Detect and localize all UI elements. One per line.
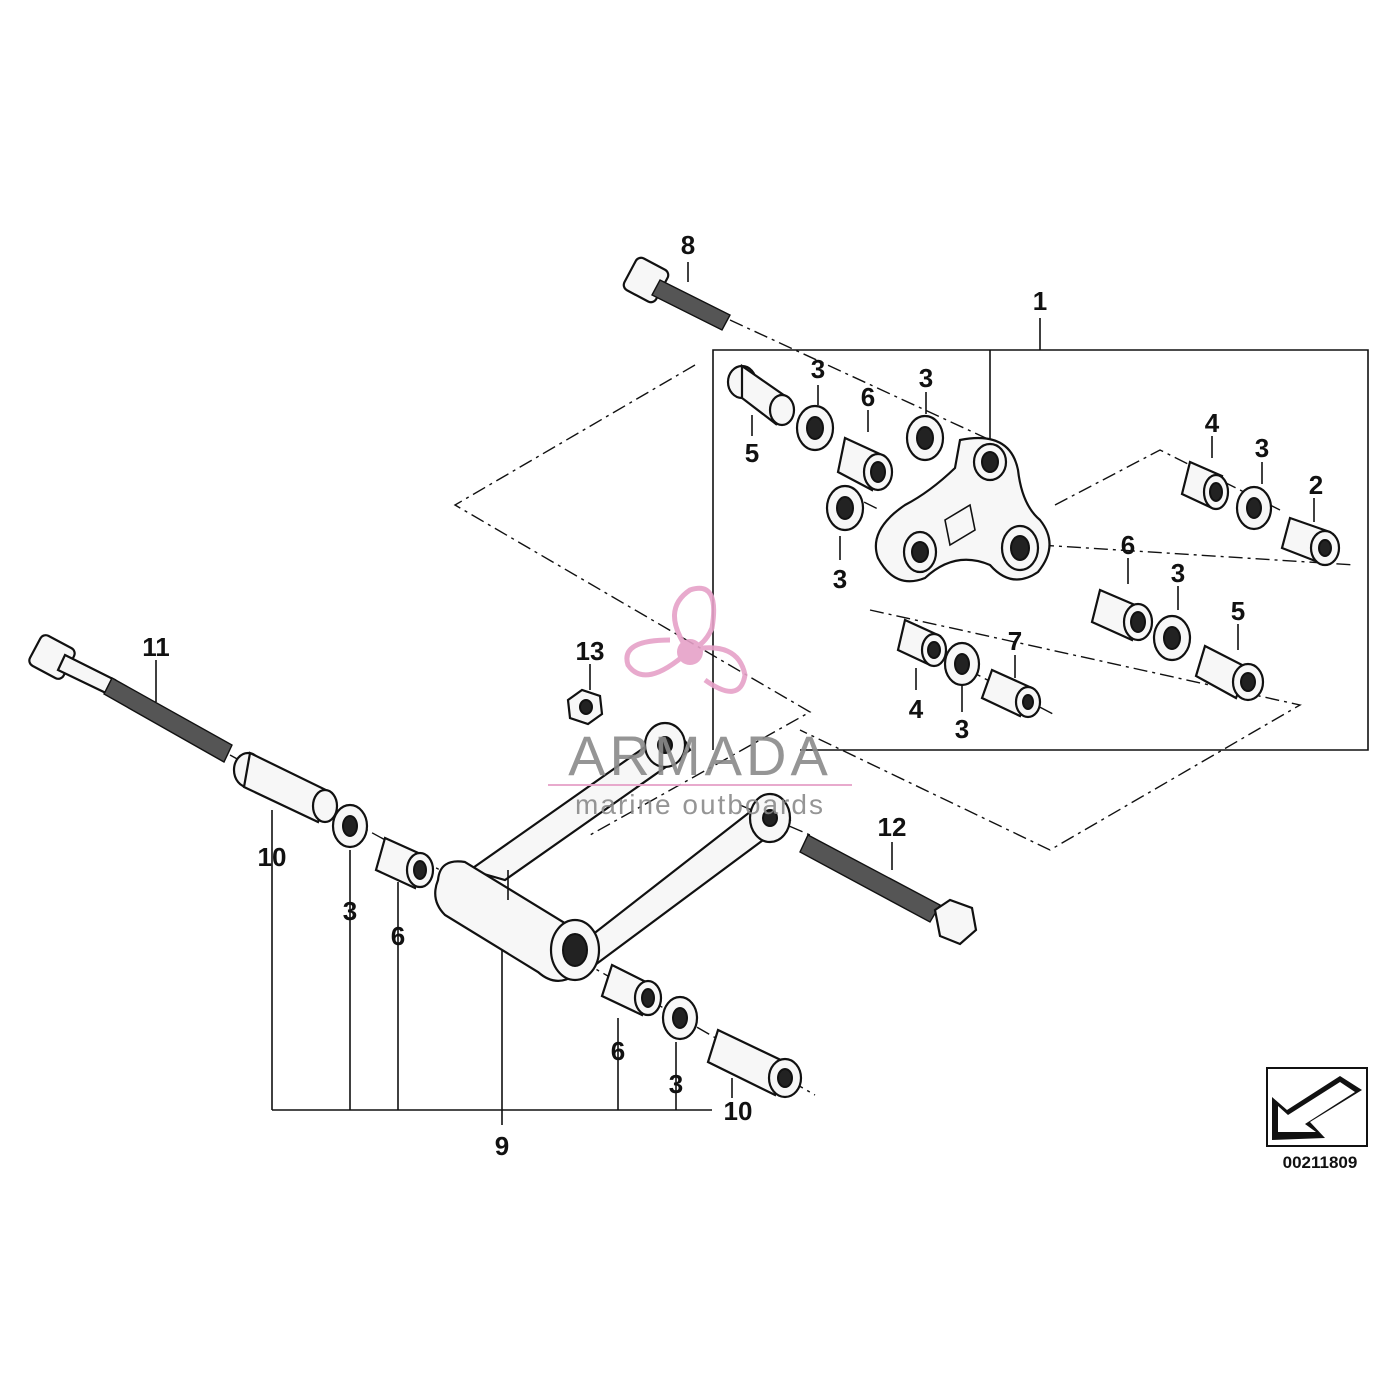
bolt-8 bbox=[622, 256, 731, 331]
sleeve-10-left bbox=[232, 751, 339, 824]
callout-3: 3 bbox=[955, 714, 969, 744]
watermark-tagline: marine outboards bbox=[575, 789, 825, 820]
callout-3: 3 bbox=[343, 896, 357, 926]
callout-3: 3 bbox=[1171, 558, 1185, 588]
washer-3-d bbox=[1235, 485, 1273, 531]
callout-8: 8 bbox=[681, 230, 695, 260]
washer-3-g bbox=[331, 803, 369, 849]
propeller-logo-icon bbox=[624, 585, 748, 694]
callout-3: 3 bbox=[1255, 433, 1269, 463]
bushing-6-top bbox=[836, 436, 894, 492]
armada-watermark: ARMADA marine outboards bbox=[548, 585, 852, 820]
bushing-4-bottom bbox=[896, 618, 948, 668]
sleeve-5-top bbox=[726, 363, 796, 427]
sleeve-7 bbox=[980, 668, 1042, 719]
callout-6: 6 bbox=[391, 921, 405, 951]
callout-11: 11 bbox=[142, 632, 170, 662]
bracket-9 bbox=[271, 810, 712, 1125]
reference-number: 00211809 bbox=[1283, 1153, 1358, 1172]
watermark-brand: ARMADA bbox=[568, 724, 832, 787]
washer-3-f bbox=[943, 641, 981, 687]
callout-7: 7 bbox=[1008, 626, 1022, 656]
rocker-bracket bbox=[874, 436, 1051, 583]
callout-10: 10 bbox=[724, 1096, 753, 1126]
sleeve-5-right bbox=[1194, 644, 1265, 702]
callout-6: 6 bbox=[861, 382, 875, 412]
assembly-1-box bbox=[712, 318, 1369, 751]
callout-4: 4 bbox=[909, 694, 924, 724]
callout-10: 10 bbox=[258, 842, 287, 872]
leader-lines bbox=[229, 319, 1356, 1096]
bolt-12 bbox=[799, 834, 978, 946]
callout-5: 5 bbox=[1231, 596, 1245, 626]
callout-6: 6 bbox=[611, 1036, 625, 1066]
callout-12: 12 bbox=[878, 812, 907, 842]
callout-13: 13 bbox=[576, 636, 605, 666]
callout-9: 9 bbox=[495, 1131, 509, 1161]
washer-3-c bbox=[825, 484, 865, 532]
callout-3: 3 bbox=[669, 1069, 683, 1099]
direction-indicator bbox=[1266, 1067, 1368, 1147]
callout-3: 3 bbox=[811, 354, 825, 384]
washer-3-a bbox=[795, 404, 835, 452]
washer-3-e bbox=[1152, 614, 1192, 662]
callout-4: 4 bbox=[1205, 408, 1220, 438]
link-9 bbox=[434, 721, 792, 982]
callout-1: 1 bbox=[1033, 286, 1047, 316]
bushing-6-left bbox=[374, 836, 435, 890]
callout-3: 3 bbox=[833, 564, 847, 594]
bushing-6-right bbox=[1090, 588, 1154, 642]
sleeve-2 bbox=[1280, 516, 1341, 567]
callout-3: 3 bbox=[919, 363, 933, 393]
bolt-11 bbox=[28, 634, 233, 763]
bushing-6-bottom bbox=[600, 963, 663, 1017]
sleeve-10-bottom bbox=[706, 1028, 803, 1099]
callout-labels: 1 2 3 3 3 3 3 3 3 3 4 4 5 5 6 6 6 6 7 8 … bbox=[142, 230, 1323, 1161]
callout-5: 5 bbox=[745, 438, 759, 468]
callout-2: 2 bbox=[1309, 470, 1323, 500]
washer-3-b bbox=[905, 414, 945, 462]
label-ticks bbox=[155, 262, 1315, 1098]
bushing-4-top bbox=[1180, 460, 1230, 511]
nut-13 bbox=[566, 688, 604, 726]
washer-3-h bbox=[661, 995, 699, 1041]
callout-6: 6 bbox=[1121, 530, 1135, 560]
